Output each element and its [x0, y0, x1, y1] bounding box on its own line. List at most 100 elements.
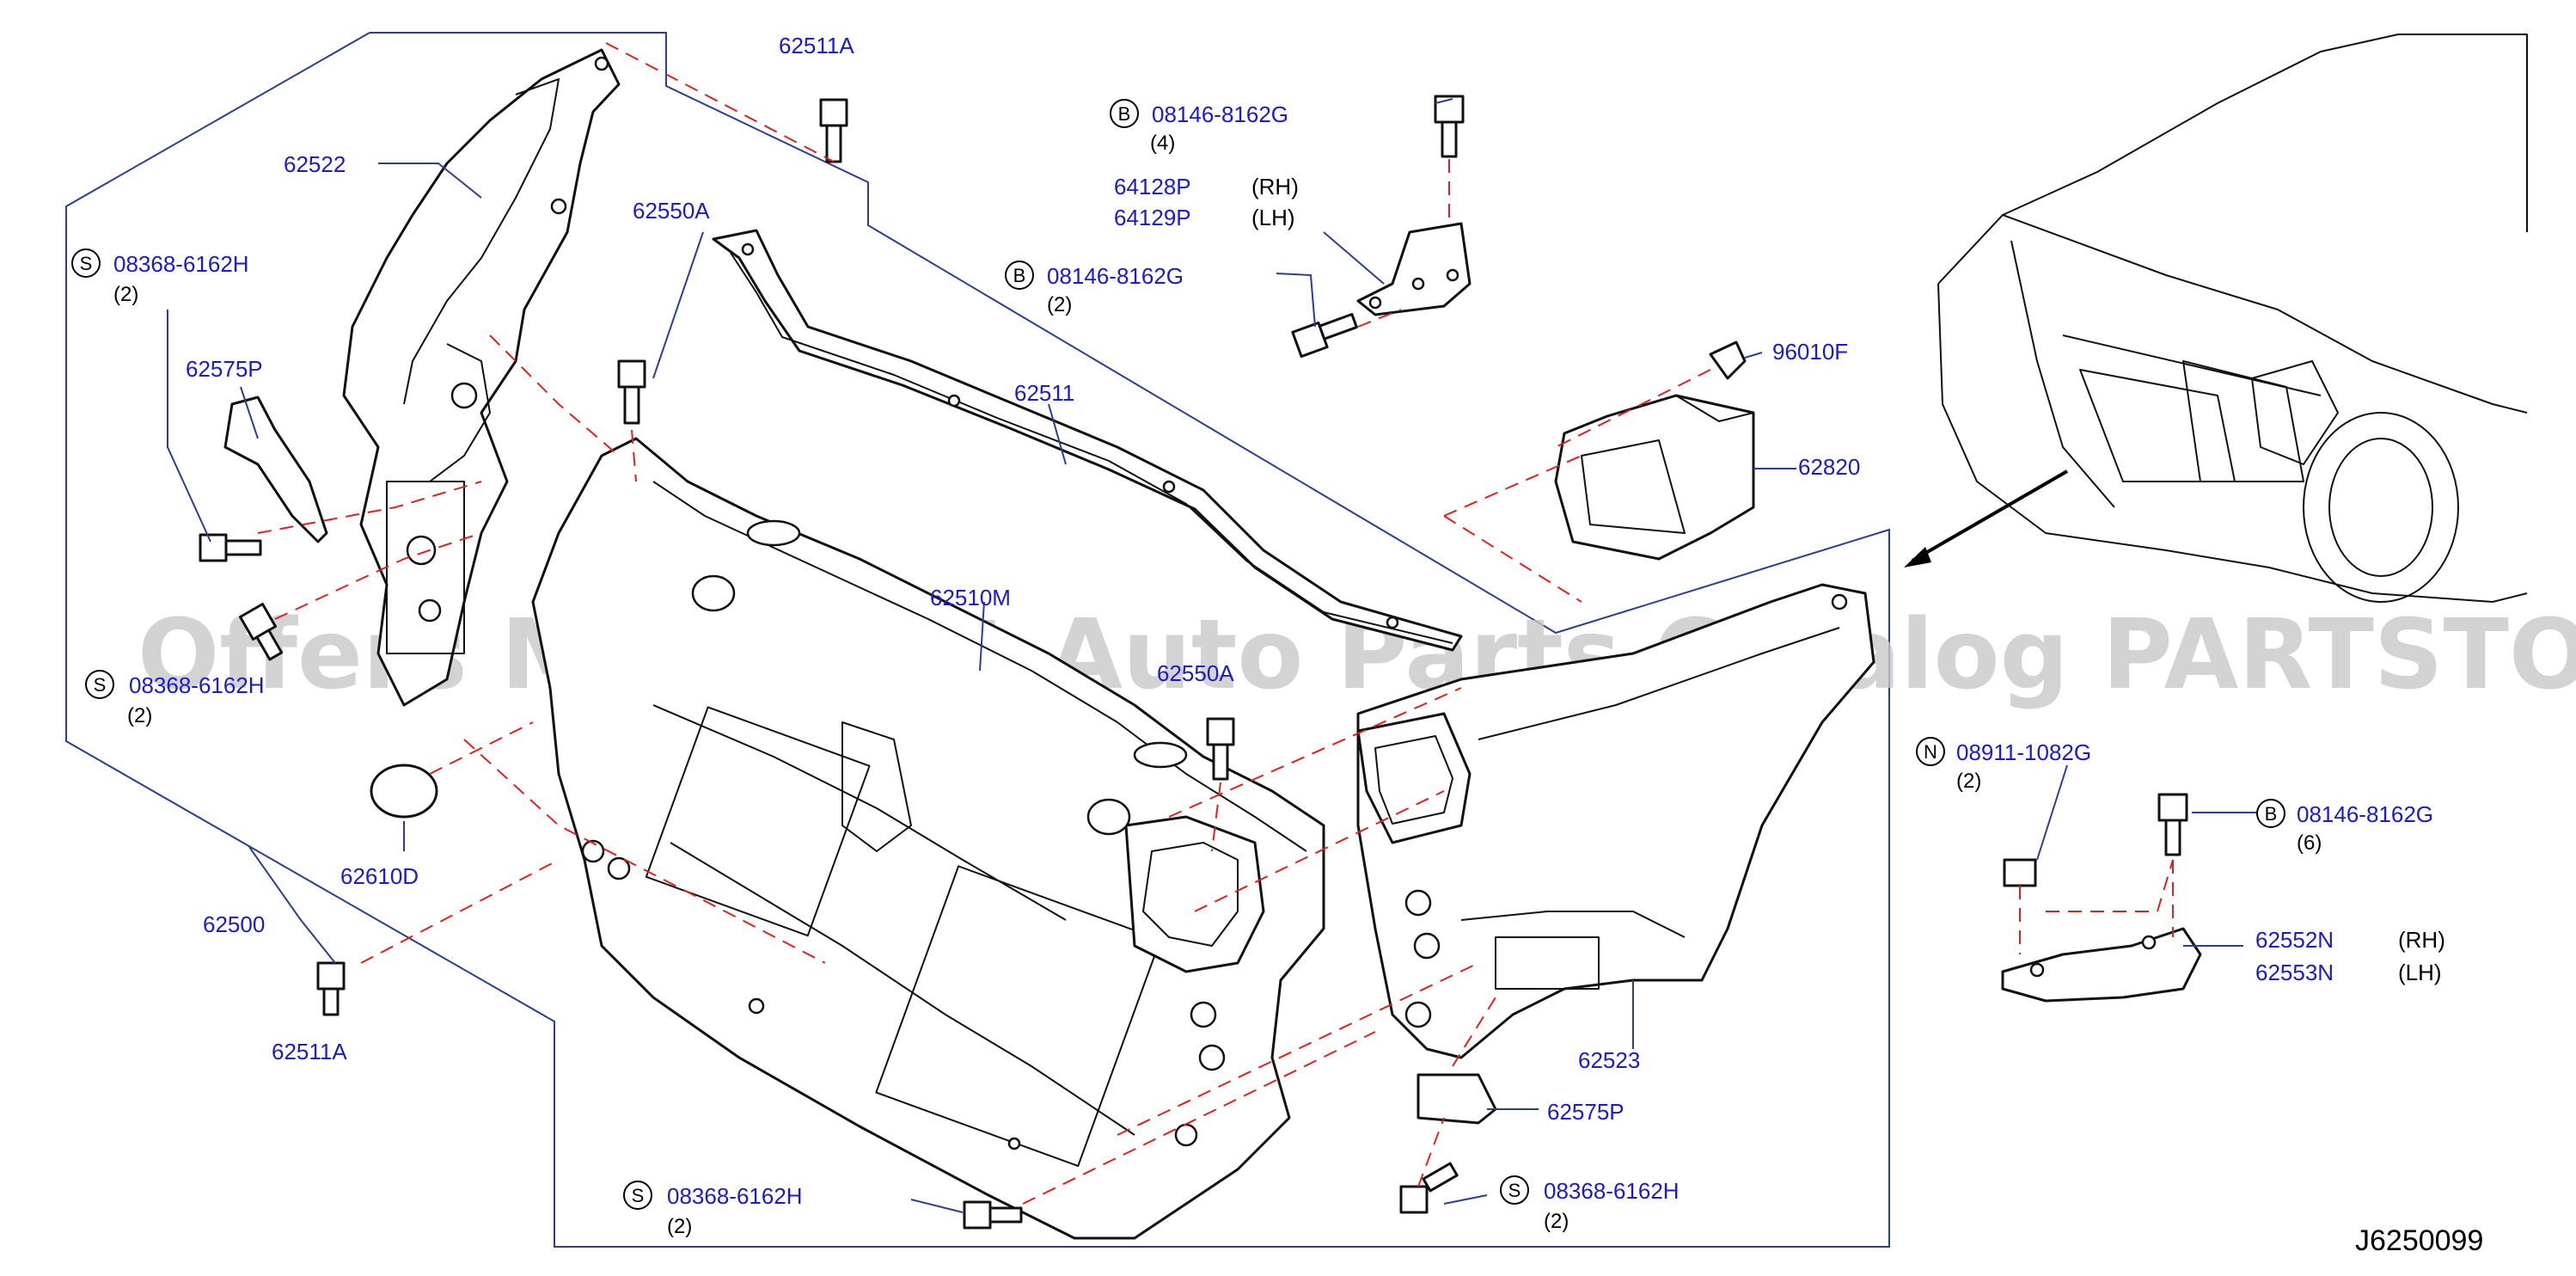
symbol-b-top: B [1110, 99, 1139, 128]
leader-line [652, 231, 704, 379]
label-b08146-top[interactable]: 08146-8162G [1152, 101, 1288, 127]
leader-line [910, 1199, 964, 1213]
guide-line [605, 42, 835, 163]
leader-line [1435, 98, 1453, 104]
label-62820[interactable]: 62820 [1798, 454, 1860, 480]
nut-icon-n08911 [2003, 858, 2037, 887]
label-62610D[interactable]: 62610D [340, 863, 419, 889]
svg-text:B: B [1013, 265, 1026, 286]
qty-s08368-c: (2) [667, 1215, 692, 1238]
label-62522[interactable]: 62522 [284, 151, 346, 177]
side-64129P: (LH) [1251, 205, 1295, 230]
clip-62575P-left [223, 396, 328, 543]
label-96010F[interactable]: 96010F [1772, 339, 1848, 365]
bolt-icon-top-62511A [819, 98, 848, 163]
clip-icon-96010F [1709, 340, 1747, 380]
label-s08368-c[interactable]: 08368-6162H [667, 1183, 803, 1209]
leader-line [1048, 403, 1067, 465]
bolt-icon-b08146-right [2157, 793, 2188, 856]
bolt-icon-s08368-b [239, 603, 284, 661]
guide-line [2046, 859, 2174, 912]
label-64129P[interactable]: 64129P [1114, 205, 1191, 230]
svg-text:S: S [632, 1185, 645, 1206]
guide-line [1417, 1117, 1445, 1187]
label-64128P[interactable]: 64128P [1114, 174, 1191, 199]
bolt-icon-s08368-d [1399, 1162, 1459, 1214]
side-62553N: (LH) [2398, 960, 2442, 985]
qty-n08911: (2) [1956, 770, 1981, 793]
leader-line [240, 386, 259, 439]
label-62511A-top[interactable]: 62511A [779, 33, 854, 58]
side-62552N: (RH) [2398, 927, 2445, 953]
symbol-s-d: S [1500, 1175, 1529, 1205]
symbol-s-a: S [71, 248, 101, 278]
bracket-62522 [342, 48, 621, 707]
leader-line [2036, 764, 2068, 861]
bolt-icon-62550A [617, 359, 646, 425]
bracket-62552N [2001, 927, 2202, 1003]
bolt-icon-62550A-mid [1206, 717, 1235, 781]
core-support-62510M [531, 437, 1325, 1240]
leader-line [1276, 273, 1316, 328]
svg-text:B: B [2265, 803, 2278, 825]
bolt-icon-bottom-62511A [316, 961, 346, 1016]
label-62550A-mid[interactable]: 62550A [1157, 660, 1234, 686]
svg-text:S: S [94, 674, 107, 696]
guide-line [1443, 455, 1582, 517]
label-62510M[interactable]: 62510M [930, 585, 1011, 610]
bolt-icon-s08368-c [963, 1200, 1023, 1230]
vehicle-location-thumbnail [1937, 34, 2528, 603]
guide-line [257, 481, 482, 534]
label-62553N[interactable]: 62553N [2255, 960, 2334, 985]
label-b08146-mid[interactable]: 08146-8162G [1047, 263, 1184, 289]
assembly-boundary [65, 32, 1890, 1248]
qty-s08368-d: (2) [1544, 1210, 1569, 1233]
label-62511A-bottom[interactable]: 62511A [272, 1039, 347, 1064]
label-62575P-right[interactable]: 62575P [1547, 1099, 1625, 1125]
symbol-b-mid: B [1005, 261, 1034, 290]
plug-62610D [370, 764, 438, 819]
svg-text:S: S [1508, 1180, 1521, 1201]
symbol-n: N [1916, 737, 1945, 766]
side-64128P: (RH) [1251, 174, 1299, 199]
leader-line [979, 601, 985, 672]
bolt-icon-s08368-a [199, 533, 262, 562]
clip-62575P-right [1416, 1073, 1497, 1125]
label-62552N[interactable]: 62552N [2255, 927, 2334, 953]
bracket-62523 [1356, 583, 1875, 1059]
guide-line [1452, 997, 1496, 1067]
guide-line [1443, 515, 1582, 603]
leader-line [1744, 352, 1763, 359]
qty-b08146-right: (6) [2297, 831, 2322, 855]
label-62523[interactable]: 62523 [1578, 1047, 1640, 1073]
guide-line [274, 532, 482, 620]
qty-b08146-mid: (2) [1047, 293, 1072, 316]
location-arrow [1911, 469, 2069, 562]
symbol-s-c: S [623, 1181, 652, 1210]
bolt-icon-b08146-top [1434, 95, 1465, 158]
symbol-s-b: S [85, 670, 114, 699]
svg-text:N: N [1924, 741, 1937, 763]
svg-text:S: S [80, 253, 93, 274]
label-62500[interactable]: 62500 [203, 911, 265, 937]
label-62575P-left[interactable]: 62575P [186, 356, 263, 382]
label-n08911[interactable]: 08911-1082G [1956, 739, 2091, 765]
guide-line [1168, 687, 1462, 818]
guide-line [631, 429, 637, 482]
guide-line [489, 334, 620, 457]
leader-line [248, 846, 336, 964]
qty-s08368-a: (2) [113, 283, 138, 306]
label-s08368-b[interactable]: 08368-6162H [129, 672, 265, 698]
label-b08146-right[interactable]: 08146-8162G [2297, 801, 2433, 827]
diagram-code: J6250099 [2355, 1224, 2483, 1257]
guide-line [1555, 369, 1711, 448]
label-62550A[interactable]: 62550A [633, 198, 710, 224]
upper-rail-62511 [712, 229, 1463, 652]
label-62511[interactable]: 62511 [1014, 380, 1074, 406]
label-s08368-a[interactable]: 08368-6162H [113, 251, 249, 277]
guide-line [1194, 790, 1445, 912]
guide-line [360, 859, 560, 964]
guide-line [429, 721, 534, 775]
location-arrow-head [1904, 547, 1931, 567]
label-s08368-d[interactable]: 08368-6162H [1544, 1178, 1680, 1204]
